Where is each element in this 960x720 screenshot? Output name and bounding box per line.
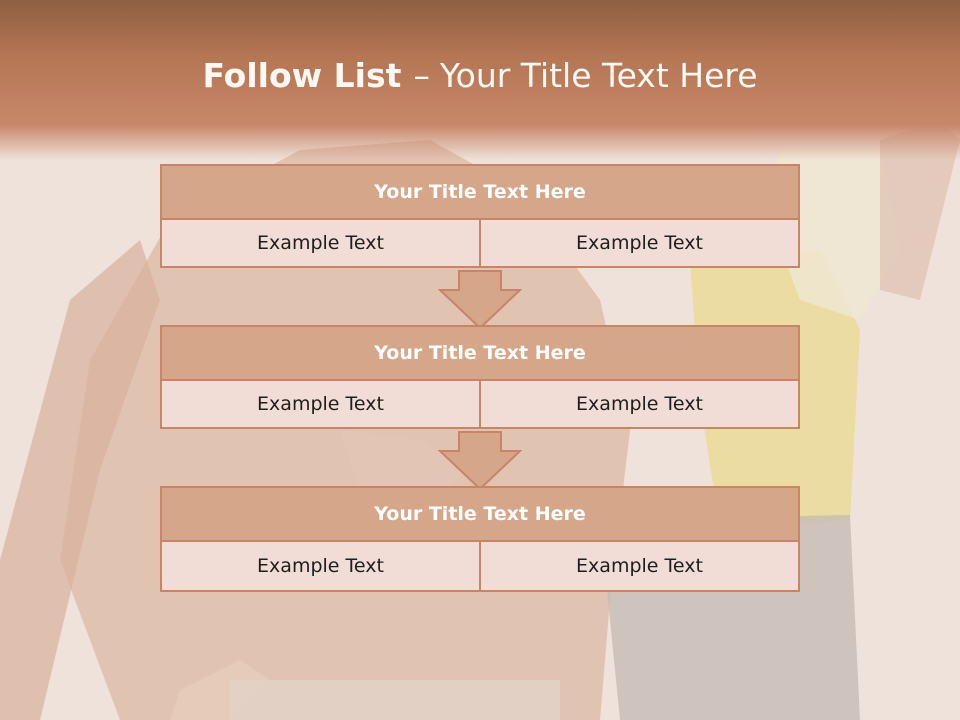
slide-title: Follow List–Your Title Text Here (0, 56, 960, 95)
follow-step-3: Your Title Text Here Example Text Exampl… (160, 486, 800, 592)
step-row: Example Text Example Text (160, 379, 800, 429)
step-title: Your Title Text Here (160, 486, 800, 542)
follow-step-1: Your Title Text Here Example Text Exampl… (160, 164, 800, 268)
down-arrow-icon (438, 270, 522, 330)
title-separator: – (413, 56, 430, 95)
step-cell-left: Example Text (160, 540, 481, 592)
step-cell-left: Example Text (160, 218, 481, 268)
step-title: Your Title Text Here (160, 164, 800, 220)
follow-step-2: Your Title Text Here Example Text Exampl… (160, 325, 800, 429)
step-row: Example Text Example Text (160, 218, 800, 268)
step-cell-right: Example Text (479, 218, 800, 268)
title-rest: Your Title Text Here (439, 56, 758, 95)
step-row: Example Text Example Text (160, 540, 800, 592)
title-bold: Follow List (202, 56, 402, 95)
step-cell-right: Example Text (479, 379, 800, 429)
down-arrow-icon (438, 431, 522, 491)
step-cell-left: Example Text (160, 379, 481, 429)
step-title: Your Title Text Here (160, 325, 800, 381)
title-band (0, 0, 960, 160)
step-cell-right: Example Text (479, 540, 800, 592)
